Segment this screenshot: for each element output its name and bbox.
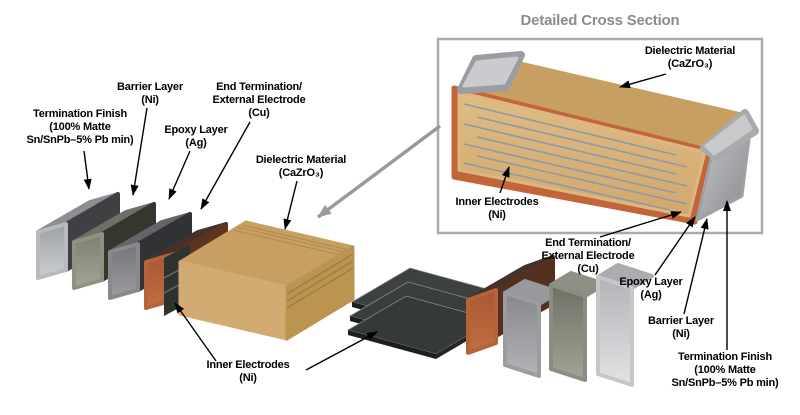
label-line: External Electrode [541, 250, 635, 263]
dielectric-block [178, 220, 355, 341]
label-line: Inner Electrodes [206, 359, 290, 371]
cross-section-chip [451, 51, 759, 225]
label-dielectric-material-left: Dielectric Material (CaZrO₃) [240, 154, 362, 180]
label-line: Sn/SnPb–5% Pb min) [26, 134, 134, 147]
chip-left-cap-highlight [462, 56, 519, 88]
label-inner-electrodes: Inner Electrodes (Ni) [188, 359, 308, 385]
label-line: Termination Finish [33, 108, 127, 120]
label-line: (Ni) [239, 372, 257, 385]
label-line: Sn/SnPb–5% Pb min) [671, 377, 779, 390]
label-inset-dielectric-material: Dielectric Material (CaZrO₃) [625, 45, 755, 71]
label-line: (CaZrO₃) [278, 167, 324, 180]
termination-finish-slab-right [596, 263, 654, 387]
inset-pointer-arrow [316, 124, 442, 219]
label-line: (Ni) [488, 209, 506, 222]
label-line: (Cu) [577, 263, 599, 276]
barrier-layer-slab-right [549, 271, 607, 382]
label-line: (100% Matte [694, 364, 756, 377]
label-line: (Ag) [185, 137, 207, 150]
label-line: (Ni) [672, 328, 690, 341]
electrode-lines [463, 103, 688, 211]
label-inset-epoxy-layer: Epoxy Layer (Ag) [602, 276, 700, 302]
label-line: Dielectric Material [644, 45, 736, 57]
label-line: External Electrode [212, 94, 306, 107]
label-inset-end-termination: End Termination/ External Electrode (Cu) [526, 237, 650, 277]
label-line: Inner Electrodes [455, 196, 539, 208]
label-termination-finish-left: Termination Finish (100% Matte Sn/SnPb–5… [5, 108, 155, 148]
chip-right-cap-highlight [704, 114, 753, 156]
label-inset-barrier-layer: Barrier Layer (Ni) [632, 315, 730, 341]
label-line: (Ag) [640, 289, 662, 302]
label-line: (Cu) [248, 107, 270, 120]
label-line: (100% Matte [49, 121, 111, 134]
label-line: End Termination/ [545, 237, 631, 249]
callout-arrows [83, 73, 731, 371]
label-line: Barrier Layer [117, 81, 183, 93]
label-line: Dielectric Material [255, 154, 347, 166]
label-line: (CaZrO₃) [667, 58, 713, 71]
label-epoxy-layer-left: Epoxy Layer (Ag) [148, 124, 244, 150]
label-inset-inner-electrodes: Inner Electrodes (Ni) [441, 196, 553, 222]
label-end-termination-left: End Termination/ External Electrode (Cu) [198, 81, 320, 121]
label-inset-termination-finish: Termination Finish (100% Matte Sn/SnPb–5… [650, 351, 800, 391]
label-barrier-layer-left: Barrier Layer (Ni) [102, 81, 198, 107]
epoxy-layer-slab-right [503, 279, 561, 378]
label-line: Termination Finish [678, 351, 772, 363]
label-line: Barrier Layer [648, 315, 714, 327]
inset-title: Detailed Cross Section [520, 12, 680, 29]
label-line: End Termination/ [216, 81, 302, 93]
label-line: Epoxy Layer [619, 276, 683, 288]
cross-section-box [436, 37, 764, 235]
label-line: Epoxy Layer [164, 124, 228, 136]
label-line: (Ni) [141, 94, 159, 107]
